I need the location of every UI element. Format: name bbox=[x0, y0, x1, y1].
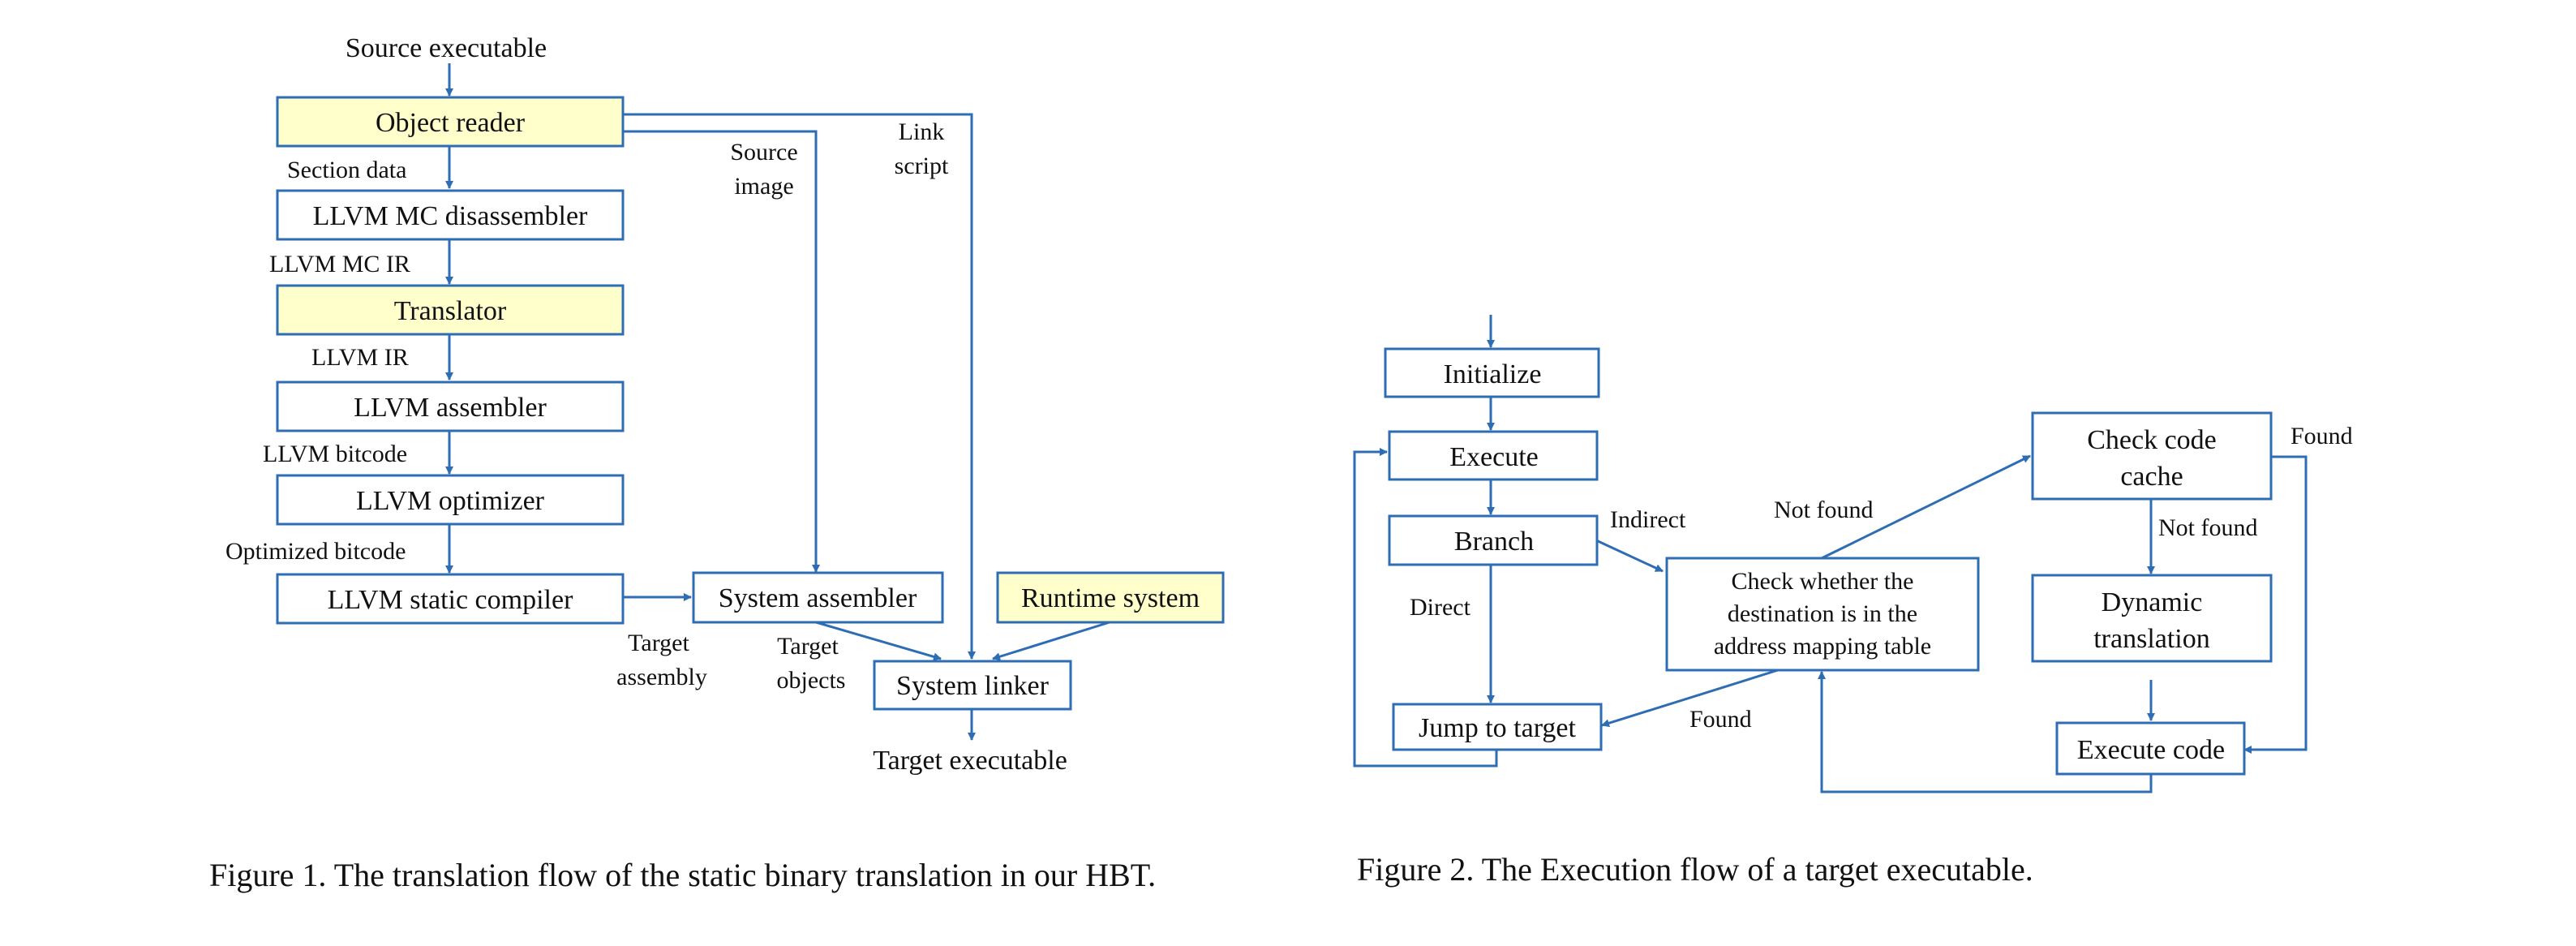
edge-check-table-found-to-jump bbox=[1601, 669, 1779, 728]
initialize-box bbox=[1384, 347, 1600, 398]
llvm-ir-label: LLVM IR bbox=[311, 344, 409, 371]
llvm-optimizer-box bbox=[276, 474, 625, 526]
initialize-label: Initialize bbox=[1444, 359, 1542, 389]
llvm-optimizer-label: LLVM optimizer bbox=[356, 486, 545, 516]
check-cache-label-2: cache bbox=[2120, 462, 2183, 492]
system-linker-label: System linker bbox=[896, 671, 1050, 701]
edge-cache-found-to-execute-code bbox=[2243, 455, 2308, 754]
not-found-label-1: Not found bbox=[1774, 497, 1874, 523]
link-script-label-1: Link bbox=[899, 118, 945, 145]
section-data-label: Section data bbox=[287, 157, 406, 183]
mc-disassembler-label: LLVM MC disassembler bbox=[313, 201, 588, 231]
edge-branch-indirect-to-check-table bbox=[1595, 539, 1664, 573]
optimized-bitcode-label: Optimized bitcode bbox=[225, 538, 406, 565]
indirect-label: Indirect bbox=[1610, 506, 1686, 533]
figure-2: Initialize Execute Branch Check whether … bbox=[1353, 315, 2353, 888]
execute-box bbox=[1388, 430, 1599, 481]
translator-label: Translator bbox=[394, 296, 507, 326]
edge-system-assembler-to-linker bbox=[815, 621, 942, 661]
llvm-assembler-box bbox=[276, 381, 625, 432]
object-reader-label: Object reader bbox=[376, 108, 526, 138]
edge-check-table-not-found-to-cache bbox=[1821, 454, 2031, 560]
check-cache-label-1: Check code bbox=[2087, 425, 2217, 455]
static-compiler-box bbox=[276, 573, 625, 625]
runtime-system-box bbox=[996, 571, 1225, 624]
dynamic-translation-label-1: Dynamic bbox=[2102, 587, 2203, 617]
target-executable-label: Target executable bbox=[873, 746, 1067, 776]
source-image-label-2: image bbox=[734, 173, 793, 200]
system-assembler-label: System assembler bbox=[719, 583, 917, 613]
direct-label: Direct bbox=[1410, 594, 1471, 621]
link-script-label-2: script bbox=[895, 153, 949, 179]
check-table-label-2: destination is in the bbox=[1728, 600, 1917, 627]
target-assembly-label-1: Target bbox=[628, 630, 689, 656]
target-assembly-label-2: assembly bbox=[616, 664, 707, 690]
edge-reader-to-system-assembler bbox=[623, 130, 820, 573]
jump-to-target-box bbox=[1392, 703, 1603, 751]
system-linker-box bbox=[873, 660, 1072, 711]
jump-to-target-label: Jump to target bbox=[1419, 713, 1576, 743]
execute-code-label: Execute code bbox=[2077, 735, 2225, 765]
found-label-1: Found bbox=[1689, 706, 1752, 733]
execute-label: Execute bbox=[1449, 442, 1539, 472]
check-table-box bbox=[1665, 557, 1980, 672]
static-compiler-label: LLVM static compiler bbox=[328, 585, 573, 615]
edge-runtime-to-linker bbox=[992, 621, 1110, 661]
system-assembler-box bbox=[692, 571, 944, 624]
mc-disassembler-box bbox=[276, 189, 625, 241]
figure-2-caption: Figure 2. The Execution flow of a target… bbox=[1357, 851, 2033, 888]
edge-reader-to-linker bbox=[623, 113, 976, 660]
source-executable-label: Source executable bbox=[346, 33, 547, 63]
llvm-assembler-label: LLVM assembler bbox=[354, 393, 547, 423]
check-table-label-1: Check whether the bbox=[1732, 568, 1914, 595]
figure-1: Object reader LLVM MC disassembler Trans… bbox=[209, 33, 1225, 893]
target-objects-label-1: Target bbox=[777, 633, 839, 660]
execute-code-box bbox=[2055, 721, 2246, 776]
llvm-mc-ir-label: LLVM MC IR bbox=[269, 251, 410, 277]
source-image-label-1: Source bbox=[730, 139, 797, 166]
edge-execute-code-loop-to-check-table bbox=[1818, 671, 2153, 793]
branch-box bbox=[1388, 514, 1599, 566]
branch-label: Branch bbox=[1454, 527, 1534, 557]
target-objects-label-2: objects bbox=[777, 667, 846, 694]
dynamic-translation-label-2: translation bbox=[2093, 624, 2210, 654]
not-found-label-2: Not found bbox=[2158, 514, 2258, 541]
dynamic-translation-box bbox=[2031, 574, 2273, 663]
runtime-system-label: Runtime system bbox=[1021, 583, 1200, 613]
translator-box bbox=[276, 284, 625, 336]
found-label-2: Found bbox=[2290, 423, 2353, 449]
edge-jump-loop-to-execute bbox=[1353, 448, 1498, 768]
figure-1-caption: Figure 1. The translation flow of the st… bbox=[209, 857, 1156, 893]
llvm-bitcode-label: LLVM bitcode bbox=[263, 441, 407, 467]
check-cache-box bbox=[2031, 411, 2273, 501]
check-table-label-3: address mapping table bbox=[1714, 633, 1931, 660]
object-reader-box bbox=[276, 96, 625, 148]
